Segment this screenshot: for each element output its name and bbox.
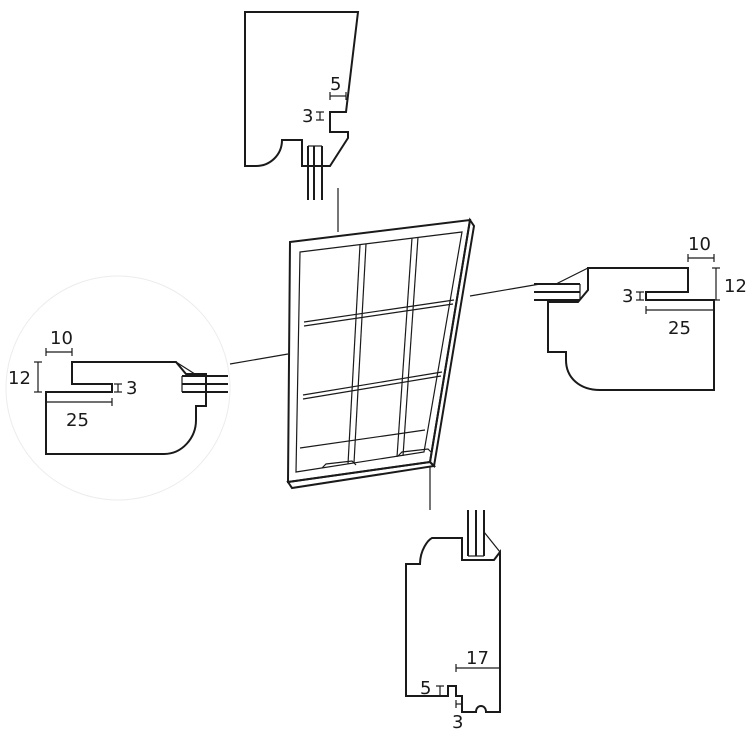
right-dim-c: 3 (622, 286, 633, 307)
connector-right (469, 283, 541, 297)
bottom-dim-b: 5 (420, 678, 431, 699)
left-dim-a: 10 (50, 328, 73, 349)
top-section-profile (244, 11, 360, 200)
top-dim-a: 5 (330, 74, 341, 95)
left-dim-b: 12 (8, 368, 31, 389)
left-dim-d: 25 (66, 410, 89, 431)
top-dim-b: 3 (302, 106, 313, 127)
window-illustration (286, 217, 476, 490)
left-dim-c: 3 (126, 378, 137, 399)
right-dim-a: 10 (688, 234, 711, 255)
right-dim-d: 25 (668, 318, 691, 339)
right-section-profile (534, 254, 720, 391)
left-section-profile (34, 348, 228, 455)
bottom-section-profile (405, 510, 501, 713)
right-dim-b: 12 (724, 276, 747, 297)
bottom-dim-c: 3 (452, 712, 463, 731)
bottom-dim-a: 17 (466, 648, 489, 669)
connector-left (229, 353, 289, 365)
